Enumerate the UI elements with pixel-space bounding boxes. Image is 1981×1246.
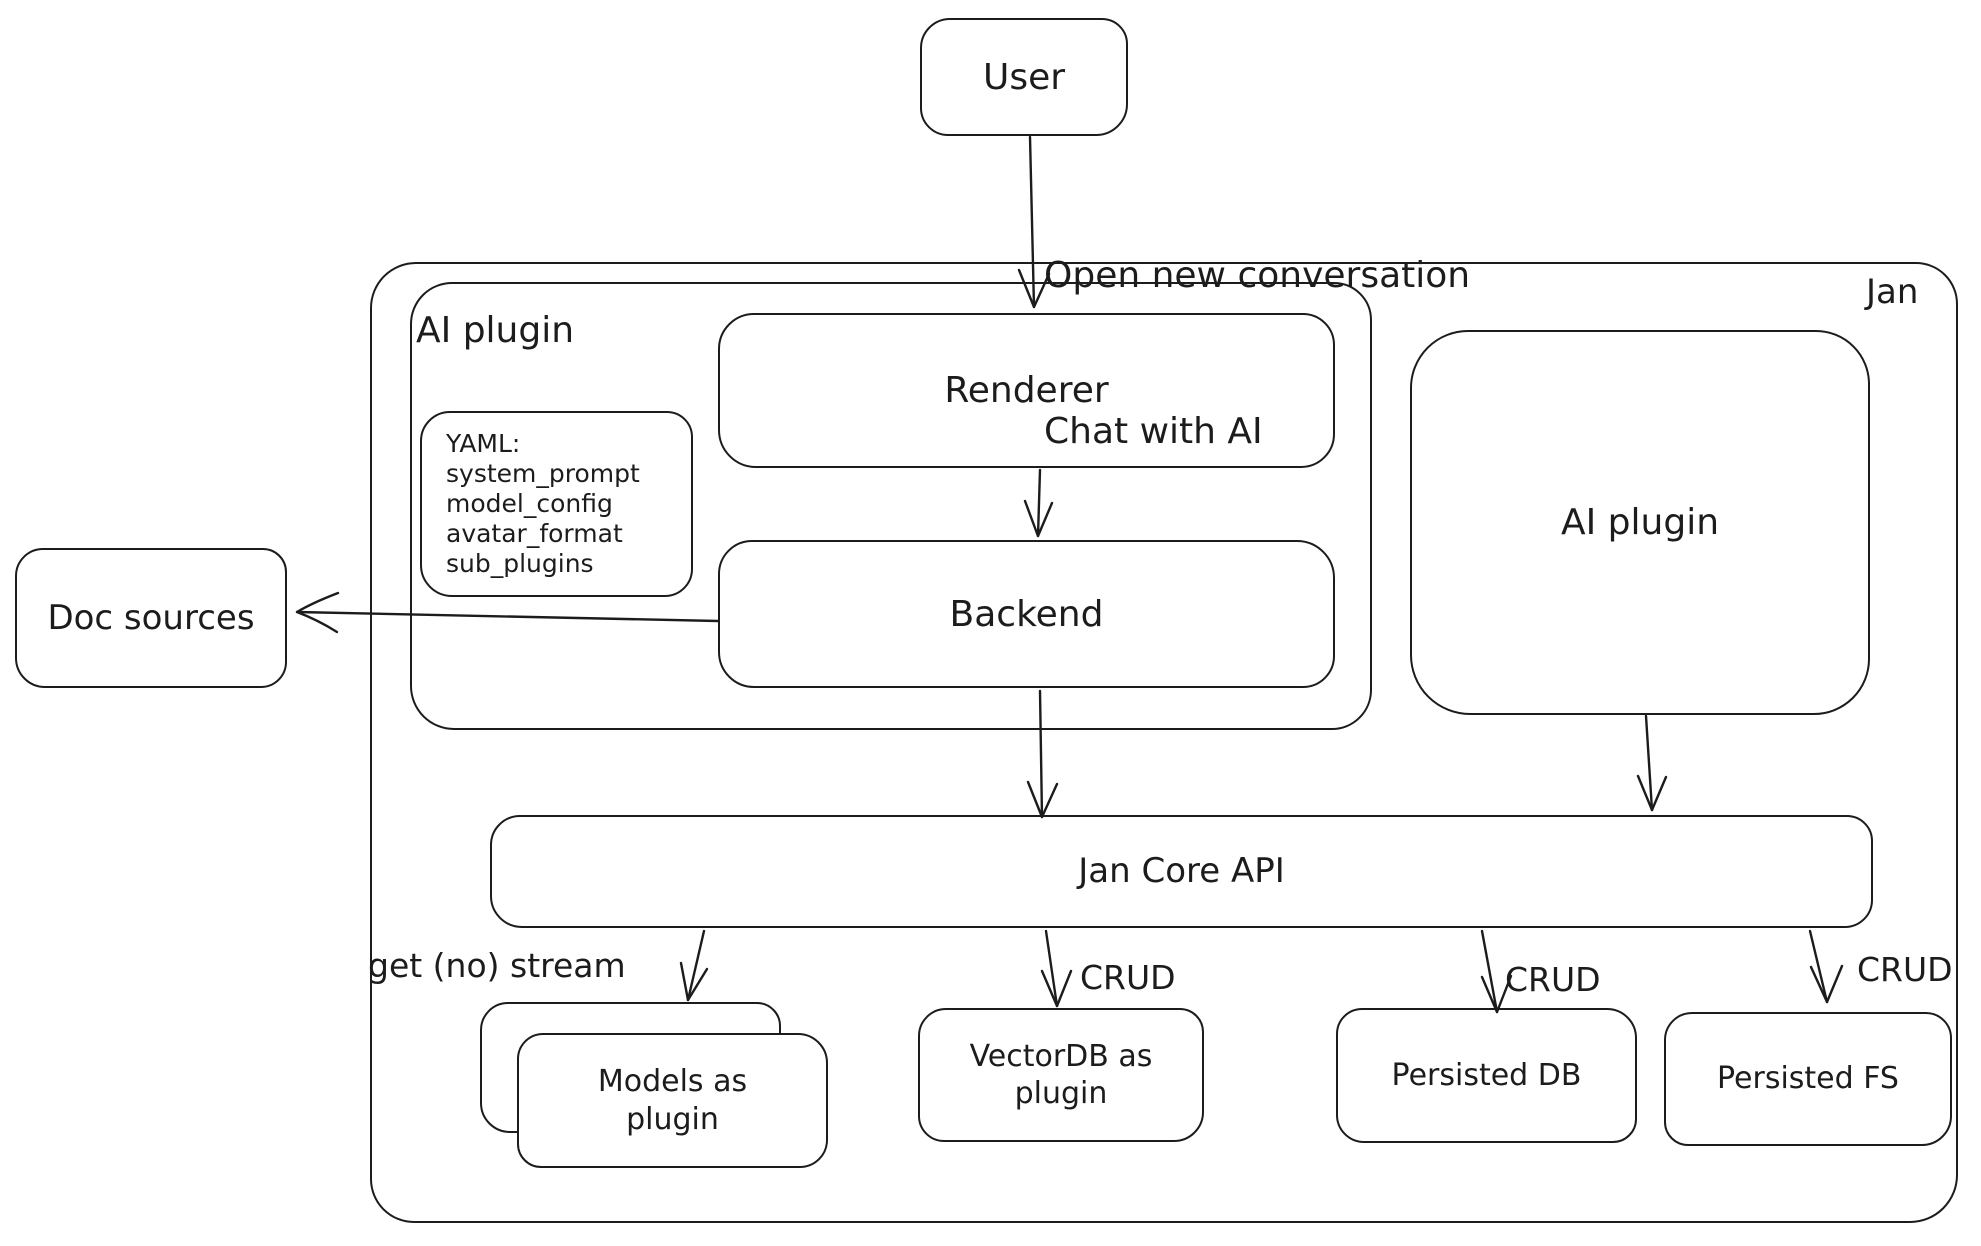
jan-container: [370, 262, 1958, 1223]
yaml-note-line: sub_plugins: [446, 549, 594, 578]
doc-sources-label: Doc sources: [47, 597, 255, 638]
edge-label-crud-persisted-db: CRUD: [1505, 960, 1601, 999]
ai-plugin-node-label: AI plugin: [1560, 502, 1720, 543]
persisted-db-node: Persisted DB: [1336, 1008, 1637, 1143]
ai-plugin-node: AI plugin: [1410, 330, 1870, 715]
jan-core-api-label: Jan Core API: [1078, 851, 1285, 892]
ai-plugin-container-label: AI plugin: [416, 310, 575, 351]
jan-label: Jan: [1866, 272, 1919, 312]
persisted-fs-node: Persisted FS: [1664, 1012, 1952, 1146]
edge-label-get-no-stream: get (no) stream: [368, 946, 626, 985]
doc-sources-node: Doc sources: [15, 548, 287, 688]
ai-plugin-container: [410, 282, 1372, 730]
edge-label-open-conversation: Open new conversation Chat with AI: [1044, 146, 1470, 562]
user-node: User: [920, 18, 1128, 136]
vectordb-plugin-label: VectorDB as plugin: [969, 1038, 1153, 1112]
yaml-note-line: system_prompt: [446, 459, 640, 488]
backend-node: Backend: [718, 540, 1335, 688]
yaml-note-line: model_config: [446, 489, 613, 518]
backend-label: Backend: [949, 593, 1104, 635]
renderer-node: Renderer: [718, 313, 1335, 468]
yaml-note: YAML: system_prompt model_config avatar_…: [420, 411, 693, 597]
persisted-db-label: Persisted DB: [1391, 1057, 1582, 1093]
edge-label-open-conversation-line1: Open new conversation: [1044, 255, 1471, 296]
renderer-label: Renderer: [944, 370, 1109, 411]
vectordb-plugin-node: VectorDB as plugin: [918, 1008, 1204, 1142]
user-label: User: [982, 56, 1066, 98]
edge-label-open-conversation-line2: Chat with AI: [1044, 411, 1263, 452]
persisted-fs-label: Persisted FS: [1717, 1061, 1899, 1097]
jan-core-api-node: Jan Core API: [490, 815, 1873, 928]
edge-label-crud-persisted-fs: CRUD: [1857, 950, 1953, 989]
yaml-note-line: avatar_format: [446, 519, 623, 548]
yaml-note-title: YAML:: [446, 429, 521, 458]
edge-label-crud-vectordb: CRUD: [1080, 958, 1176, 997]
models-plugin-node: Models as plugin: [517, 1033, 828, 1168]
models-plugin-label: Models as plugin: [597, 1064, 748, 1137]
